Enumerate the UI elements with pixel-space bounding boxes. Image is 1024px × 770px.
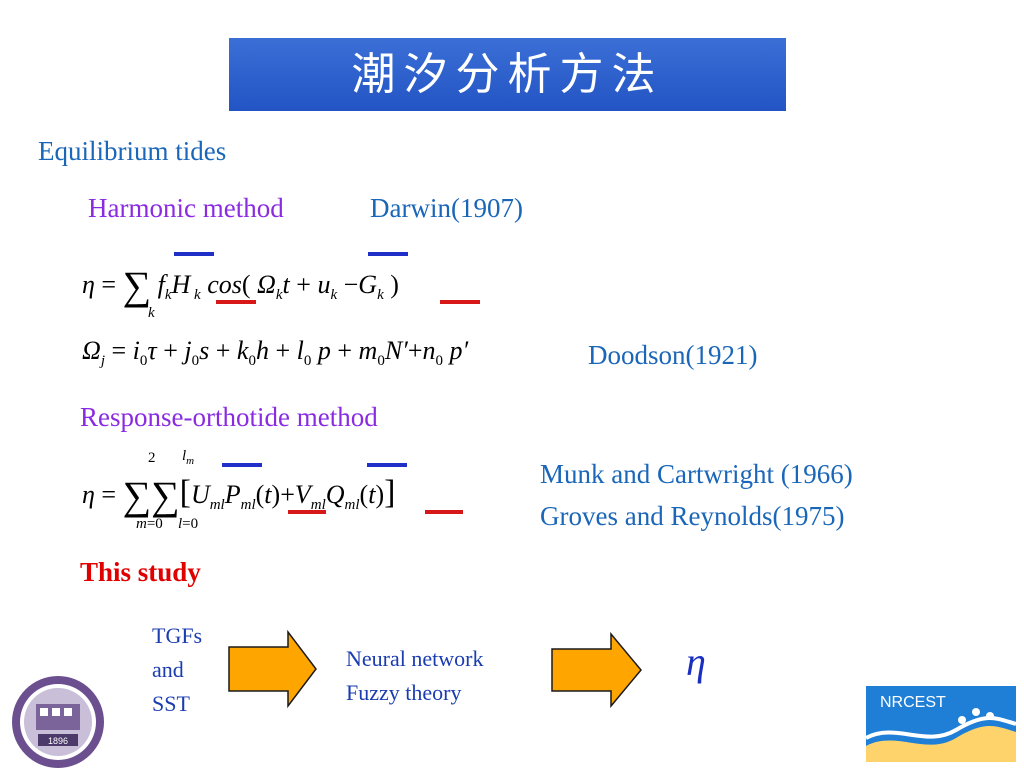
university-seal-icon: 1896 — [12, 676, 104, 768]
wave-icon — [866, 708, 1016, 762]
method-neural-network: Neural network — [346, 646, 484, 671]
input-label: TGFs and SST — [152, 619, 202, 721]
sum-lower-m0: m=0 — [136, 516, 163, 532]
equilibrium-heading: Equilibrium tides — [38, 136, 227, 166]
groves-citation: Groves and Reynolds(1975) — [540, 501, 845, 531]
underbar-g — [440, 300, 480, 304]
munk-citation: Munk and Cartwright (1966) — [540, 459, 853, 489]
harmonic-method-label: Harmonic method — [88, 193, 284, 223]
seal-year: 1896 — [48, 736, 68, 746]
input-line-tgfs: TGFs — [152, 623, 203, 648]
response-formula: η = ∑∑[UmlPml(t)+VmlQml(t)] — [82, 473, 396, 518]
sum-upper-2: 2 — [148, 450, 156, 466]
harmonic-formula: η = ∑ fkH k cos( Ωkt + uk −Gk ) — [82, 263, 399, 308]
overbar-f — [174, 252, 214, 256]
method-label: Neural network Fuzzy theory — [346, 642, 483, 710]
nrcest-logo: NRCEST — [866, 686, 1016, 762]
overbar-u-ml — [222, 463, 262, 467]
overbar-u — [368, 252, 408, 256]
this-study-heading: This study — [80, 557, 201, 587]
method-fuzzy-theory: Fuzzy theory — [346, 680, 462, 705]
sum-upper-lm: lm — [182, 448, 195, 467]
underbar-p-ml — [288, 510, 326, 514]
input-line-sst: SST — [152, 691, 190, 716]
doodson-formula: Ωj = i0τ + j0s + k0h + l0 p + m0N′+n0 p′ — [82, 336, 469, 370]
title-banner: 潮汐分析方法 — [229, 38, 786, 111]
arrow-2-icon — [551, 631, 642, 709]
response-method-label: Response-orthotide method — [80, 402, 378, 432]
underbar-q-ml — [425, 510, 463, 514]
darwin-citation: Darwin(1907) — [370, 193, 523, 223]
nrcest-logo-text: NRCEST — [880, 694, 946, 711]
input-line-and: and — [152, 657, 184, 682]
output-eta: η — [686, 639, 706, 684]
arrow-1-icon — [228, 629, 317, 709]
overbar-v-ml — [367, 463, 407, 467]
sum-lower-l0: l=0 — [178, 516, 199, 532]
doodson-citation: Doodson(1921) — [588, 340, 758, 370]
sum-index-k: k — [148, 305, 155, 321]
page-title: 潮汐分析方法 — [351, 49, 664, 100]
underbar-h — [216, 300, 256, 304]
